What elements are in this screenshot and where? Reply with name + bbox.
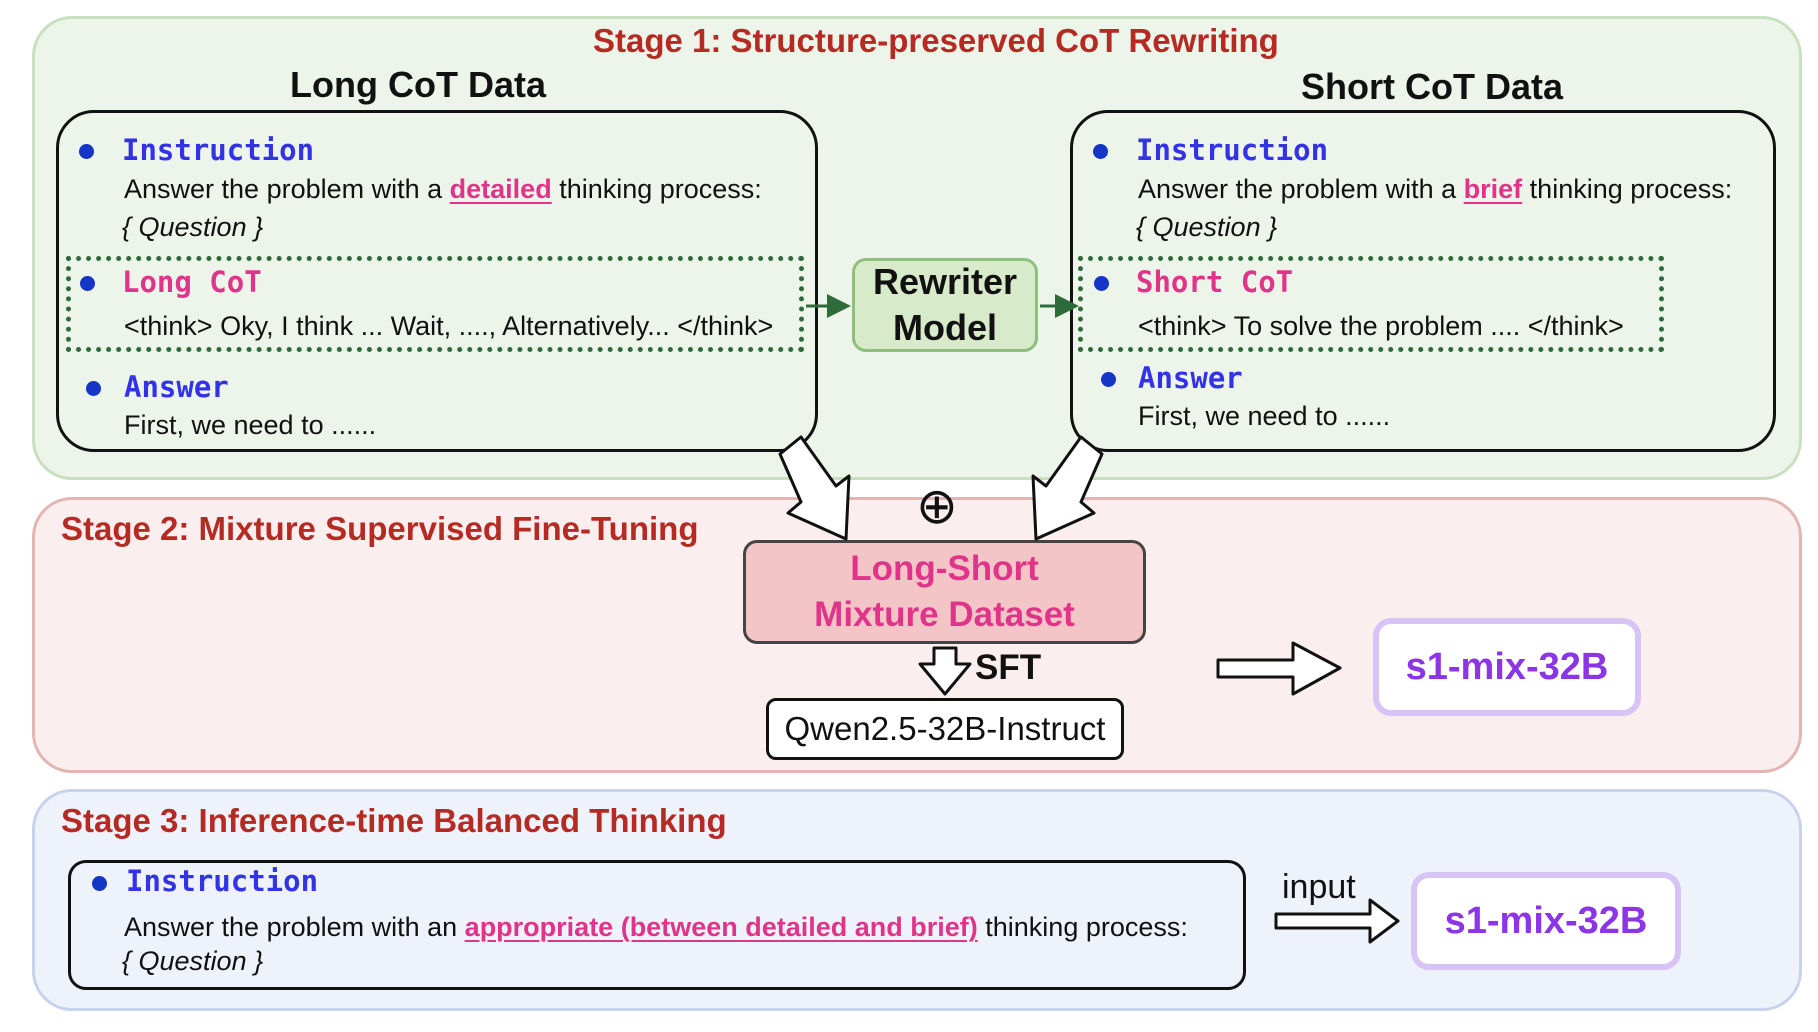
- plus-circle-icon: ⊕: [916, 478, 958, 534]
- bullet-icon: [1101, 372, 1116, 387]
- arrow-right-icon: [1216, 641, 1342, 696]
- long-cot-dotted-box: [66, 256, 804, 352]
- short-question: { Question }: [1136, 212, 1278, 242]
- long-answer-label: Answer: [124, 370, 229, 404]
- input-arrow-right-icon: [1274, 898, 1400, 944]
- short-cot-card: [1070, 110, 1776, 452]
- long-question: { Question }: [122, 212, 264, 242]
- long-cot-text: <think> Oky, I think ... Wait, ...., Alt…: [124, 311, 774, 341]
- short-instruction-text: Answer the problem with a brief thinking…: [1138, 174, 1733, 204]
- short-instruction-label: Instruction: [1136, 133, 1329, 167]
- short-answer-text: First, we need to ......: [1138, 401, 1391, 431]
- short-cot-label: Short CoT: [1136, 265, 1294, 299]
- mixture-line2: Mixture Dataset: [814, 595, 1075, 634]
- stage1-panel: [32, 16, 1802, 480]
- stage1-title: Stage 1: Structure-preserved CoT Rewriti…: [593, 22, 1279, 59]
- input-label: input: [1282, 868, 1356, 906]
- mixture-line1: Long-Short: [850, 549, 1039, 588]
- inference-instruction-text: Answer the problem with an appropriate (…: [124, 912, 1188, 942]
- sft-label: SFT: [975, 648, 1042, 687]
- inference-question: { Question }: [122, 946, 264, 976]
- inference-instruction-label: Instruction: [126, 864, 319, 898]
- base-model-box: Qwen2.5-32B-Instruct: [766, 698, 1124, 760]
- bullet-icon: [92, 876, 107, 891]
- bullet-icon: [86, 381, 101, 396]
- bullet-icon: [80, 276, 95, 291]
- short-cot-dotted-box: [1078, 256, 1664, 352]
- bullet-icon: [79, 144, 94, 159]
- hollow-arrow-down-left-icon: [1031, 435, 1104, 541]
- short-cot-data-title: Short CoT Data: [1301, 66, 1564, 107]
- rewriter-line1: Rewriter: [872, 261, 1018, 302]
- output-model-box: s1-mix-32B: [1373, 618, 1641, 716]
- short-cot-text: <think> To solve the problem .... </thin…: [1138, 311, 1624, 341]
- stage3-title: Stage 3: Inference-time Balanced Thinkin…: [61, 802, 727, 839]
- inference-model-box: s1-mix-32B: [1411, 872, 1681, 970]
- inference-instruction-card: [68, 860, 1246, 990]
- short-keyword: brief: [1463, 174, 1523, 204]
- long-cot-card: [56, 110, 818, 452]
- long-instruction-label: Instruction: [122, 133, 315, 167]
- bullet-icon: [1094, 276, 1109, 291]
- long-keyword: detailed: [449, 174, 552, 204]
- hollow-arrow-down-right-icon: [778, 435, 851, 541]
- long-answer-text: First, we need to ......: [124, 410, 377, 440]
- long-cot-label: Long CoT: [122, 265, 262, 299]
- rewriter-line2: Model: [893, 307, 997, 348]
- sft-arrow-down-icon: [918, 646, 972, 696]
- short-answer-label: Answer: [1138, 361, 1243, 395]
- long-cot-data-title: Long CoT Data: [290, 64, 546, 105]
- stage2-title: Stage 2: Mixture Supervised Fine-Tuning: [61, 510, 699, 547]
- inference-keyword: appropriate (between detailed and brief): [464, 912, 978, 942]
- bullet-icon: [1093, 144, 1108, 159]
- long-instruction-text: Answer the problem with a detailed think…: [124, 174, 762, 204]
